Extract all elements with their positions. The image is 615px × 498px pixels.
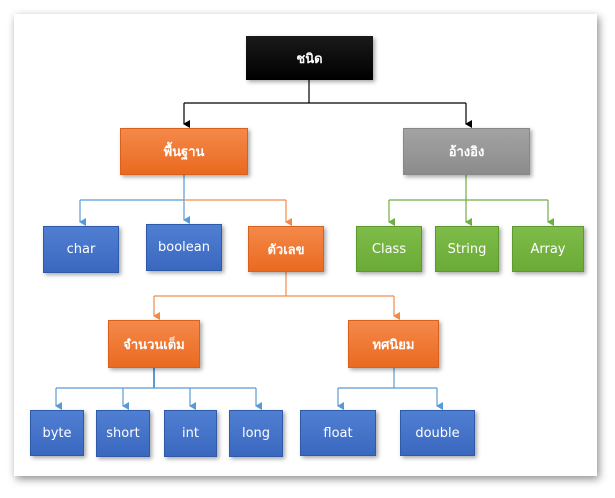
node-integer: จำนวนเต็ม	[108, 320, 200, 368]
node-decimal: ทศนิยม	[348, 320, 439, 368]
node-int: int	[164, 410, 217, 457]
node-byte: byte	[30, 410, 84, 456]
reference-connector	[388, 175, 554, 226]
node-primitive: พื้นฐาน	[120, 128, 248, 175]
primitive-connector	[79, 175, 190, 226]
node-char: char	[43, 226, 119, 273]
node-numeric: ตัวเลข	[248, 226, 324, 272]
node-root: ชนิด	[246, 36, 373, 80]
node-class: Class	[356, 226, 422, 272]
decimal-connector	[337, 368, 443, 410]
node-string: String	[435, 226, 499, 272]
node-boolean: boolean	[146, 224, 222, 271]
root-connector	[183, 80, 472, 128]
node-short: short	[96, 410, 150, 457]
node-array: Array	[512, 226, 584, 272]
numeric-connector	[153, 272, 400, 320]
node-float: float	[300, 410, 376, 456]
node-long: long	[229, 410, 283, 457]
node-reference: อ้างอิง	[403, 128, 530, 175]
node-double: double	[400, 410, 475, 456]
integer-connector	[55, 368, 262, 410]
primitive-numeric-connector	[184, 199, 292, 226]
